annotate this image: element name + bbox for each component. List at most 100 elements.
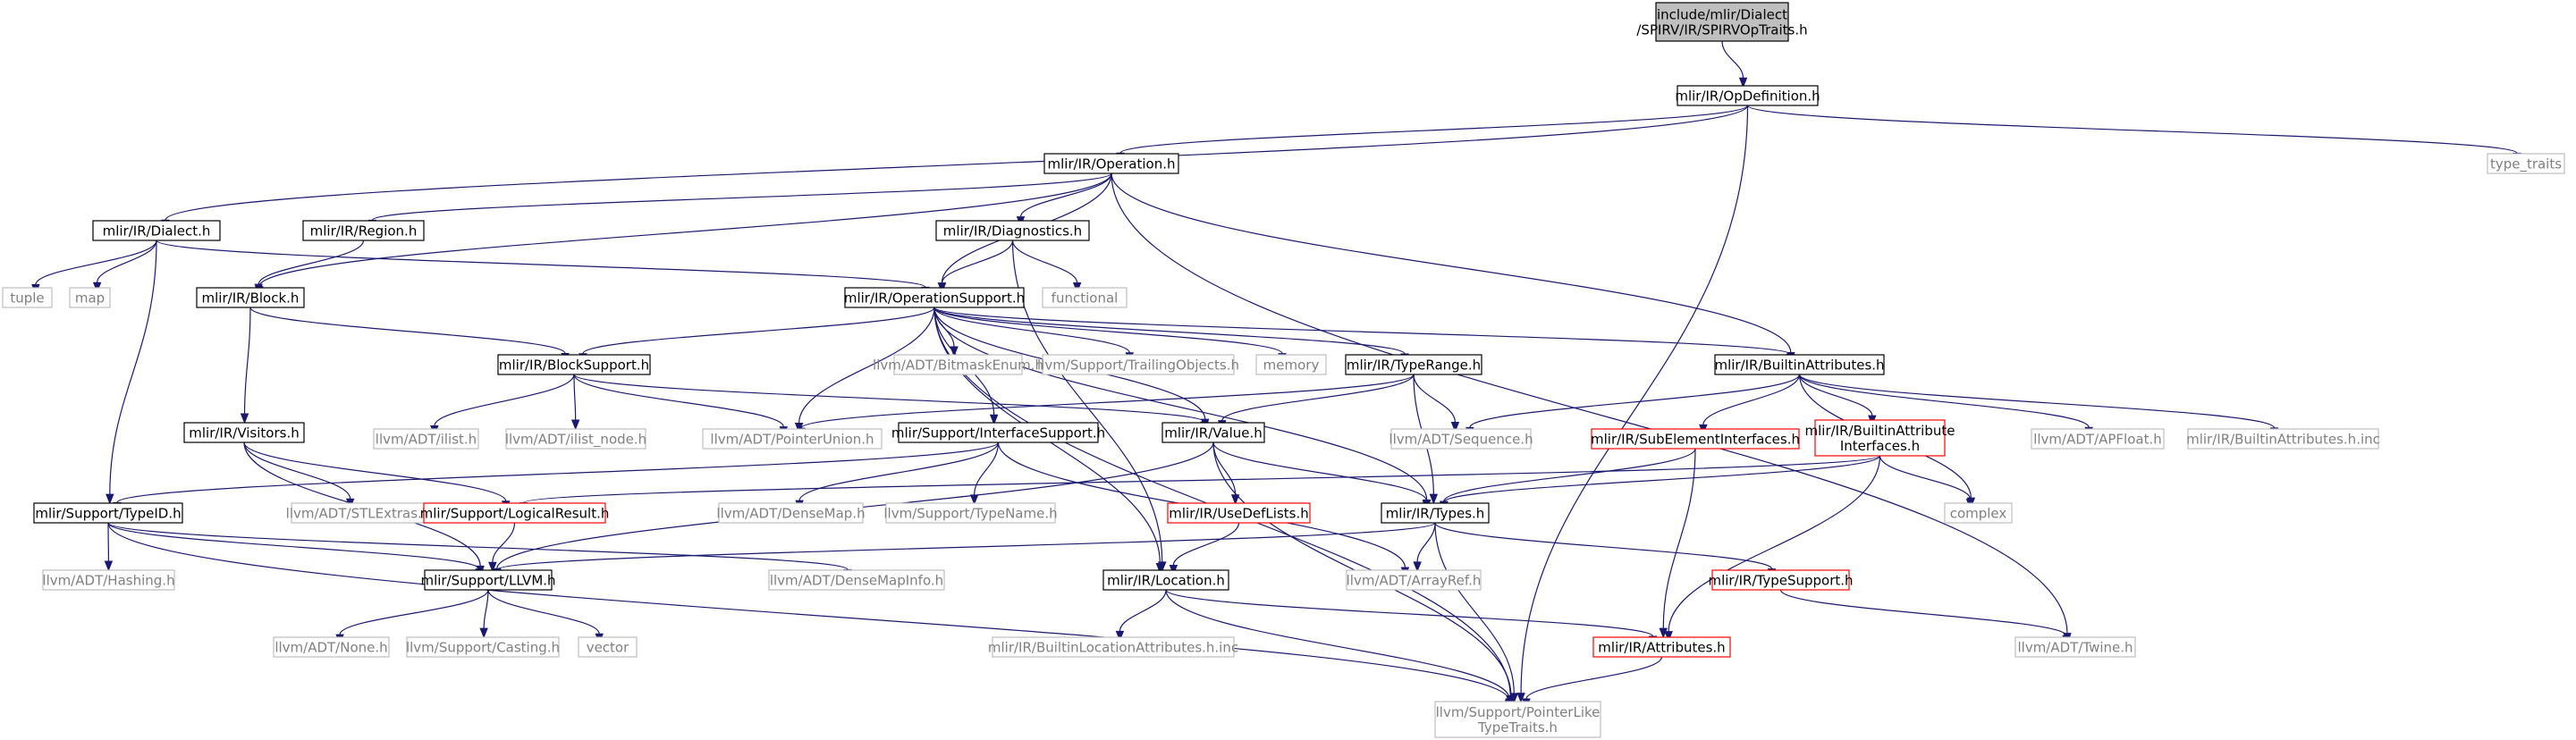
edge-typerange-to-sequence (1413, 374, 1460, 433)
node-box (2, 287, 53, 308)
edge-interfacesupport-to-typeid (113, 441, 1000, 513)
edge-builtinattrinterfaces-to-complex (1879, 455, 1975, 510)
edge-line (243, 307, 251, 415)
node-box[interactable] (497, 354, 651, 375)
edge-block-to-blocksupport (249, 307, 570, 364)
node-box[interactable] (1814, 419, 1946, 457)
edge-line (1668, 455, 1881, 632)
node-attributes[interactable]: mlir/IR/Attributes.h (1592, 636, 1731, 658)
node-llvm[interactable]: mlir/Support/LLVM.h (420, 569, 556, 591)
node-trailingobjects: llvm/Support/TrailingObjects.h (1037, 354, 1239, 375)
node-box[interactable] (844, 287, 1025, 308)
node-typesupport[interactable]: mlir/IR/TypeSupport.h (1708, 569, 1854, 591)
node-typerange[interactable]: mlir/IR/TypeRange.h (1345, 354, 1482, 375)
node-box[interactable] (1161, 422, 1265, 443)
node-box[interactable] (183, 422, 305, 443)
node-typeid[interactable]: mlir/Support/TypeID.h (33, 502, 183, 524)
node-label: mlir/IR/Attributes.h (1598, 640, 1725, 656)
edge-dialect-to-map (92, 240, 157, 293)
node-builtinlocattrinc: mlir/IR/BuiltinLocationAttributes.h.inc (988, 636, 1238, 658)
node-diagnostics[interactable]: mlir/IR/Diagnostics.h (935, 220, 1090, 241)
edge-blocksupport-to-ilist (430, 374, 575, 436)
node-box[interactable] (1381, 502, 1490, 524)
node-box (42, 569, 175, 591)
node-box[interactable] (1167, 502, 1311, 524)
node-label: llvm/ADT/ilist_node.h (505, 432, 646, 449)
edge-arrowhead (570, 419, 580, 431)
edge-line (116, 441, 1000, 503)
edge-line (1011, 240, 1078, 283)
node-label: mlir/Support/InterfaceSupport.h (891, 425, 1105, 441)
node-box[interactable] (1345, 354, 1482, 375)
node-box (406, 636, 560, 658)
edge-line (1221, 374, 1415, 421)
edge-builtinattrinterfaces-to-types (1440, 455, 1881, 513)
node-label: mlir/Support/LogicalResult.h (420, 506, 610, 522)
node-visitors[interactable]: mlir/IR/Visitors.h (183, 422, 305, 443)
node-label: type_traits (2490, 156, 2562, 173)
node-box[interactable] (302, 220, 425, 241)
node-logicalresult[interactable]: mlir/Support/LogicalResult.h (420, 502, 610, 524)
node-label: llvm/ADT/Sequence.h (1389, 432, 1533, 448)
node-box[interactable] (1714, 354, 1885, 375)
node-label: mlir/IR/SubElementInterfaces.h (1591, 432, 1800, 448)
node-value[interactable]: mlir/IR/Value.h (1161, 422, 1265, 443)
edge-line (339, 589, 489, 635)
node-box[interactable] (33, 502, 183, 524)
node-opsupport[interactable]: mlir/IR/OperationSupport.h (844, 287, 1025, 308)
edge-logicalresult-to-llvm (488, 522, 516, 573)
node-box[interactable] (1655, 2, 1789, 42)
node-builtinattributes[interactable]: mlir/IR/BuiltinAttributes.h (1714, 354, 1885, 375)
node-interfacesupport[interactable]: mlir/Support/InterfaceSupport.h (891, 422, 1105, 443)
node-types[interactable]: mlir/IR/Types.h (1381, 502, 1490, 524)
node-blocksupport[interactable]: mlir/IR/BlockSupport.h (497, 354, 651, 375)
node-label: TypeTraits.h (1477, 719, 1558, 736)
node-box[interactable] (1043, 153, 1179, 174)
edge-line (1111, 172, 2068, 634)
edge-line (258, 172, 1112, 287)
edge-line (243, 441, 507, 502)
node-box[interactable] (196, 287, 305, 308)
node-label: llvm/ADT/Hashing.h (42, 573, 174, 589)
edge-line (933, 307, 1792, 355)
edge-line (496, 522, 1436, 571)
node-subelement[interactable]: mlir/IR/SubElementInterfaces.h (1591, 428, 1800, 450)
node-label: /SPIRV/IR/SPIRVOpTraits.h (1636, 22, 1807, 38)
edge-arrowhead (1516, 693, 1525, 704)
node-box[interactable] (424, 569, 553, 591)
edge-interfacesupport-to-densemap (795, 441, 1000, 511)
node-casting: llvm/Support/Casting.h (406, 636, 560, 658)
node-block[interactable]: mlir/IR/Block.h (196, 287, 305, 308)
edge-line (1520, 105, 1749, 694)
node-box[interactable] (1102, 569, 1229, 591)
node-box[interactable] (1677, 85, 1819, 106)
node-box[interactable] (1711, 569, 1850, 591)
node-root[interactable]: include/mlir/Dialect/SPIRV/IR/SPIRVOpTra… (1636, 2, 1808, 42)
node-box[interactable] (423, 502, 606, 524)
node-box (2187, 428, 2379, 450)
node-typename: llvm/Support/TypeName.h (883, 502, 1058, 524)
node-box[interactable] (92, 220, 221, 241)
node-box (2487, 153, 2565, 174)
edge-line (107, 522, 849, 570)
node-opdef[interactable]: mlir/IR/OpDefinition.h (1675, 85, 1820, 106)
node-operation[interactable]: mlir/IR/Operation.h (1043, 153, 1179, 174)
edge-value-to-usedeflists (1212, 441, 1240, 506)
edge-builtinattributes-to-sequence (1465, 374, 1801, 438)
edge-line (1413, 374, 1457, 423)
node-box[interactable] (935, 220, 1090, 241)
node-usedeflists[interactable]: mlir/IR/UseDefLists.h (1167, 502, 1311, 524)
node-box[interactable] (1592, 636, 1731, 658)
node-box[interactable] (898, 422, 1099, 443)
edge-arrowhead (1450, 421, 1460, 433)
node-location[interactable]: mlir/IR/Location.h (1102, 569, 1229, 591)
edge-llvm-to-casting (479, 589, 489, 639)
edge-visitors-to-logicalresult (243, 441, 511, 512)
node-box[interactable] (1591, 428, 1800, 450)
node-apfloat: llvm/ADT/APFloat.h (2031, 428, 2165, 450)
node-dialect[interactable]: mlir/IR/Dialect.h (92, 220, 221, 241)
node-region[interactable]: mlir/IR/Region.h (302, 220, 425, 241)
edge-line (798, 307, 935, 424)
